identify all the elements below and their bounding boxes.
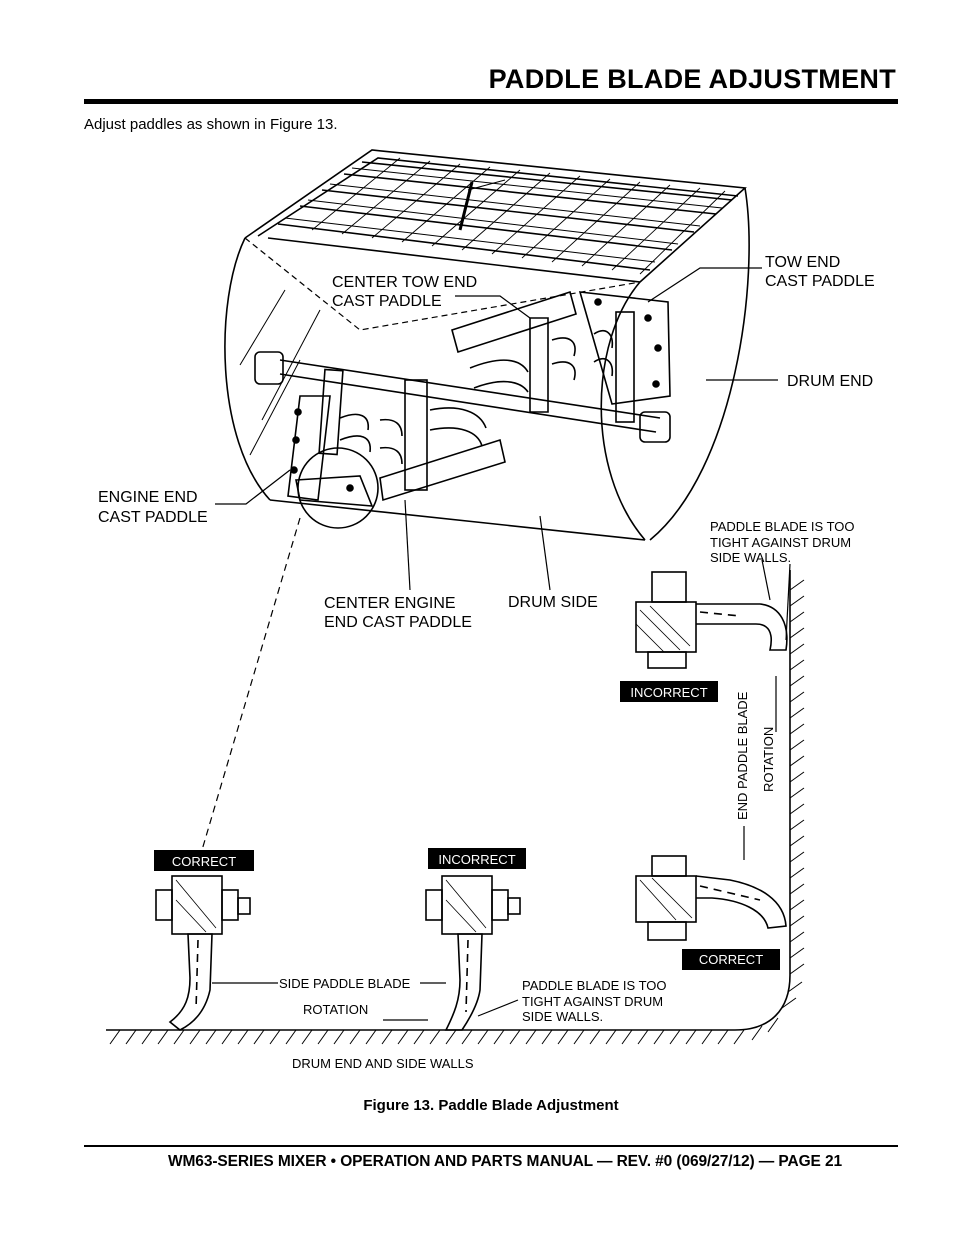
label-tow-end-1: TOW END [765, 254, 840, 271]
label-center-tow-end-1: CENTER TOW END [332, 274, 477, 291]
page-footer: WM63-SERIES MIXER • OPERATION AND PARTS … [167, 1153, 843, 1170]
svg-text:INCORRECT: INCORRECT [438, 852, 515, 867]
label-too-tight-bottom-1: PADDLE BLADE IS TOO [522, 978, 667, 993]
detail-circle [297, 447, 379, 529]
tag-incorrect-middle: INCORRECT [428, 848, 526, 869]
label-tow-end-2: CAST PADDLE [765, 273, 875, 290]
svg-text:CORRECT: CORRECT [699, 952, 763, 967]
label-center-tow-end-2: CAST PADDLE [332, 293, 442, 310]
drum-grate [244, 149, 747, 283]
label-too-tight-bottom-2: TIGHT AGAINST DRUM [522, 994, 663, 1009]
footer-rule [84, 1145, 898, 1147]
tag-correct-left: CORRECT [154, 850, 254, 871]
label-side-paddle-blade: SIDE PADDLE BLADE [279, 976, 411, 991]
label-center-engine-1: CENTER ENGINE [324, 595, 456, 612]
label-too-tight-top-2: TIGHT AGAINST DRUM [710, 535, 851, 550]
drum-walls [106, 570, 805, 1045]
end-blade-incorrect-detail [635, 571, 788, 669]
label-too-tight-top-3: SIDE WALLS. [710, 550, 791, 565]
engine-end-paddle [287, 368, 374, 507]
label-rotation-vertical: ROTATION [761, 727, 776, 792]
svg-text:INCORRECT: INCORRECT [630, 685, 707, 700]
title-rule [84, 99, 898, 104]
leader-lines [212, 267, 791, 1021]
label-center-engine-2: END CAST PADDLE [324, 614, 472, 631]
label-rotation-horizontal: ROTATION [303, 1002, 368, 1017]
label-too-tight-top-1: PADDLE BLADE IS TOO [710, 519, 855, 534]
side-blade-correct-detail [155, 875, 251, 1031]
tag-incorrect-top: INCORRECT [620, 681, 718, 702]
page-title: PADDLE BLADE ADJUSTMENT [488, 64, 896, 94]
label-engine-end-1: ENGINE END [98, 489, 198, 506]
label-too-tight-bottom-3: SIDE WALLS. [522, 1009, 603, 1024]
intro-text: Adjust paddles as shown in Figure 13. [84, 116, 338, 133]
svg-text:CORRECT: CORRECT [172, 854, 236, 869]
tow-end-paddle [578, 291, 671, 423]
detail-leader [201, 517, 301, 851]
label-drum-end-side-walls: DRUM END AND SIDE WALLS [292, 1056, 474, 1071]
label-drum-end: DRUM END [787, 373, 873, 390]
center-tow-paddle [451, 290, 577, 413]
figure-caption: Figure 13. Paddle Blade Adjustment [363, 1097, 619, 1114]
tag-correct-right: CORRECT [682, 949, 780, 970]
label-engine-end-2: CAST PADDLE [98, 509, 208, 526]
center-engine-paddle [379, 379, 506, 502]
label-end-paddle-blade: END PADDLE BLADE [735, 691, 750, 820]
shaft [254, 351, 671, 443]
label-drum-side: DRUM SIDE [508, 594, 598, 611]
side-blade-incorrect-detail [425, 875, 521, 1031]
end-blade-correct-detail [635, 855, 787, 941]
